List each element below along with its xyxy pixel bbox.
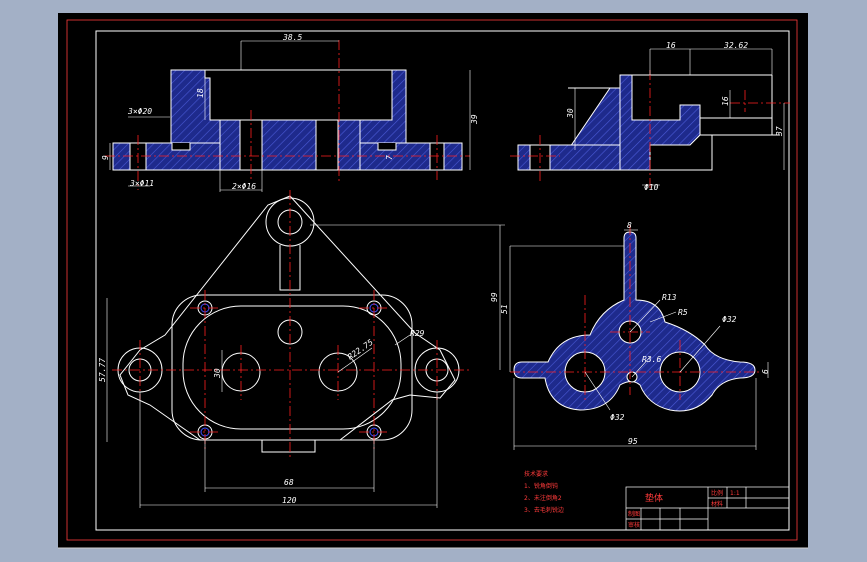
- side-section-view: [517, 74, 780, 171]
- dim-counterbore: 3×Φ20: [127, 107, 152, 116]
- dim-groove: 7: [385, 155, 394, 160]
- dim-small-hole: 3×Φ11: [129, 179, 154, 188]
- front-dimension-lines: [109, 40, 471, 192]
- dim-side-rib-height: 30: [566, 108, 575, 119]
- side-dimension-lines: [574, 48, 785, 186]
- dim-plan-inner: 30: [213, 368, 222, 379]
- part-name: 垫体: [645, 492, 663, 504]
- dim-plan-r29: R29: [410, 329, 425, 338]
- dim-plan-height: 99: [490, 292, 499, 302]
- scale-value: 1:1: [730, 490, 740, 497]
- dim-sec-r36: R3.6: [642, 355, 661, 364]
- notes-line-1: 1、锐角倒钝: [524, 482, 558, 490]
- dim-sec-right: 6: [761, 369, 770, 374]
- dim-sec-overall: 95: [628, 437, 638, 446]
- dim-sec-height: 51: [500, 304, 509, 314]
- dim-plan-left: 57.77: [98, 358, 107, 382]
- drawn-label: 制图: [628, 510, 640, 518]
- dim-sec-r5: R5: [678, 308, 688, 317]
- plan-dimension-lines: [106, 224, 505, 508]
- dim-plan-overall: 120: [282, 496, 297, 505]
- scale-label: 比例: [711, 489, 723, 497]
- dim-sec-r13: R13: [662, 293, 677, 302]
- dim-top-width: 38.5: [282, 33, 302, 42]
- dim-sec-d32a: Φ32: [722, 315, 737, 324]
- dim-side-mid: 16: [721, 96, 730, 106]
- outer-border-frame: [66, 19, 798, 541]
- technical-notes: 技术要求 1、锐角倒钝 2、未注倒角2 3、去毛刺锐边: [524, 470, 564, 514]
- lobe-dimension-lines: [509, 229, 769, 450]
- check-label: 审核: [628, 521, 640, 529]
- plan-centerlines: [112, 190, 470, 460]
- dim-side-top-b: 32.62: [723, 41, 748, 50]
- notes-line-3: 3、去毛刺锐边: [524, 506, 564, 514]
- dim-sec-d32b: Φ32: [610, 413, 625, 422]
- front-centerlines: [105, 40, 470, 190]
- material-label: 材料: [711, 500, 723, 508]
- side-centerlines: [510, 70, 790, 190]
- front-section-view: [112, 69, 463, 171]
- dim-left-height: 9: [101, 155, 110, 160]
- dim-top-height: 18: [196, 88, 205, 98]
- dim-sec-top: 8: [627, 221, 632, 230]
- dim-plan-slot: 68: [284, 478, 294, 487]
- dim-side-top-a: 16: [666, 41, 676, 50]
- dim-right-height: 39: [470, 114, 479, 125]
- dim-side-hole: Φ10: [644, 183, 659, 192]
- notes-line-2: 2、未注倒角2: [524, 494, 562, 502]
- dim-side-right: 37: [775, 126, 784, 137]
- title-block: [625, 486, 790, 531]
- notes-title: 技术要求: [524, 470, 548, 478]
- inner-border-frame: [95, 30, 790, 531]
- dim-bottom-bore: 2×Φ16: [232, 182, 256, 191]
